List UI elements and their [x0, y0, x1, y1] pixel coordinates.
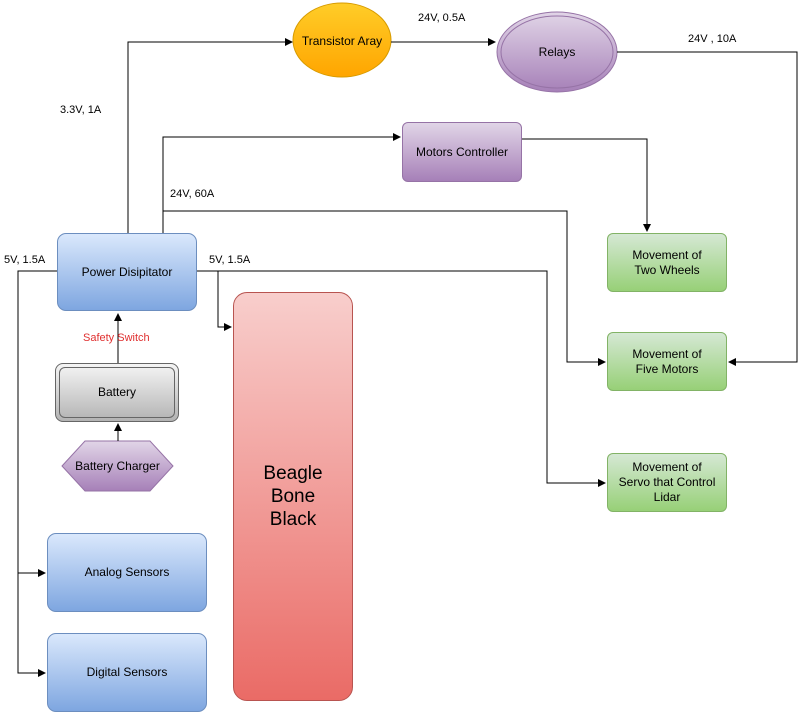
- servo-lidar-node: Movement of Servo that Control Lidar: [607, 453, 727, 512]
- label-24v-10a: 24V , 10A: [688, 33, 737, 45]
- battery-charger-node: Battery Charger: [75, 458, 160, 473]
- edge-relays-to-five-motors: [617, 51, 798, 366]
- label-5v-sensors: 5V, 1.5A: [4, 254, 46, 266]
- two-wheels-node: Movement of Two Wheels: [607, 233, 727, 292]
- edge-power-to-digital: [17, 573, 46, 677]
- beagle-bone-node: Beagle Bone Black: [233, 292, 353, 701]
- transistor-array-node: Transistor Aray: [301, 33, 383, 48]
- battery-inner-border: [59, 367, 175, 418]
- label-24v-60a: 24V, 60A: [170, 188, 215, 200]
- edge-power-to-analog: [17, 270, 57, 577]
- edge-power-to-motors-controller: [162, 133, 401, 233]
- edge-power-to-five-motors: [162, 210, 606, 366]
- label-24v-0-5a: 24V, 0.5A: [418, 12, 466, 24]
- power-dissipator-node: Power Disipitator: [57, 233, 197, 311]
- transistor-array-shape: [292, 2, 392, 78]
- label-5v-beagle: 5V, 1.5A: [209, 254, 251, 266]
- digital-sensors-node: Digital Sensors: [47, 633, 207, 712]
- edge-controller-to-two-wheels: [522, 138, 651, 232]
- relays-node: Relays: [538, 44, 576, 59]
- label-3v3: 3.3V, 1A: [60, 104, 102, 116]
- edge-power-to-transistor: [127, 38, 293, 233]
- battery-charger-shape: [61, 440, 174, 492]
- safety-switch-label: Safety Switch: [83, 332, 150, 344]
- analog-sensors-node: Analog Sensors: [47, 533, 207, 612]
- motors-controller-node: Motors Controller: [402, 122, 522, 182]
- edge-power-to-servo: [197, 270, 606, 487]
- edge-power-to-beagle: [217, 271, 232, 331]
- five-motors-node: Movement of Five Motors: [607, 332, 727, 391]
- relays-inner-shape: [500, 15, 614, 89]
- battery-node: Battery: [55, 363, 179, 422]
- battery-label: Battery: [97, 385, 136, 399]
